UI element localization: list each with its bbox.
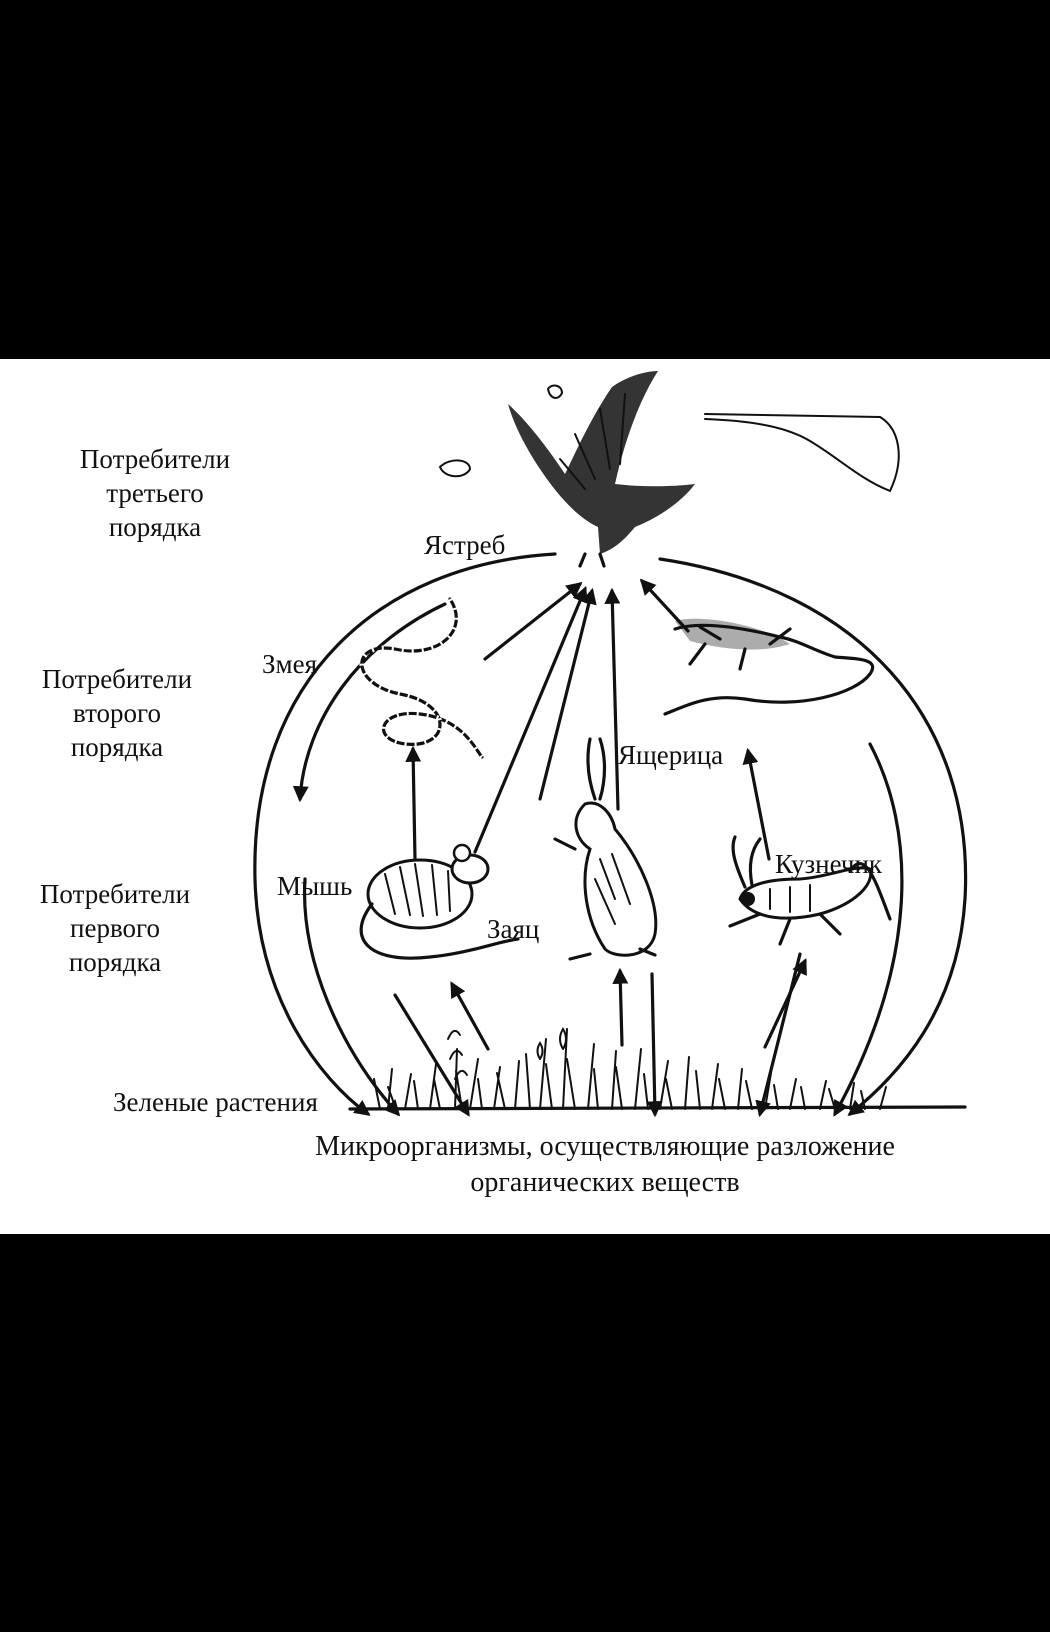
mouse-icon: [359, 843, 520, 960]
hawk-label: Ястреб: [424, 530, 506, 560]
snake-label: Змея: [262, 649, 318, 679]
level-third-line-1: Потребители: [79, 444, 231, 474]
hare-icon: [553, 737, 658, 961]
producers-label: Зеленые растения: [113, 1085, 318, 1119]
level-second-label: Потребители второго порядка: [2, 662, 232, 764]
level-second-line-2: второго: [73, 698, 161, 728]
arc-mouse-down: [393, 993, 470, 1117]
lizard-label: Ящерица: [618, 740, 724, 770]
hawk-icon: [508, 371, 695, 568]
level-second-line-1: Потребители: [41, 664, 193, 694]
grasshopper-label: Кузнечик: [775, 849, 883, 879]
arc-grasshopper-down: [755, 952, 802, 1118]
arc-left-mouse: [292, 602, 447, 803]
level-third-line-3: порядка: [108, 512, 202, 542]
decomposers-caption: Микроорганизмы, осуществляющие разложени…: [0, 1129, 1050, 1201]
arc-left-inner: [302, 877, 401, 1117]
arc-left-outer: [253, 552, 557, 1116]
grasshopper-icon: [728, 835, 892, 946]
mouse-label: Мышь: [277, 871, 353, 901]
decomposers-line-2: органических веществ: [470, 1167, 740, 1198]
level-first-line-3: порядка: [68, 947, 162, 977]
level-first-label: Потребители первого порядка: [0, 877, 230, 979]
feeding-arrows: [405, 578, 807, 1051]
decomposers-line-1: Микроорганизмы, осуществляющие разложени…: [315, 1131, 895, 1162]
level-first-line-1: Потребители: [39, 879, 191, 909]
scribble-decor-small: [438, 384, 564, 478]
arc-hare-down: [646, 972, 663, 1118]
ground-line: [348, 1105, 967, 1111]
hare-label: Заяц: [487, 914, 540, 944]
food-web-drawing: [253, 371, 968, 1118]
level-second-line-3: порядка: [70, 732, 164, 762]
snake-icon: [359, 597, 484, 759]
arc-right-inner: [833, 742, 904, 1117]
lizard-icon: [663, 618, 874, 716]
level-first-line-2: первого: [70, 913, 160, 943]
diagram-panel: Потребители третьего порядка Потребители…: [0, 359, 1050, 1234]
arc-right-outer: [658, 557, 968, 1116]
scribble-decor: [704, 413, 900, 493]
grass-icon: [373, 1027, 887, 1110]
level-third-line-2: третьего: [106, 478, 204, 508]
level-third-label: Потребители третьего порядка: [40, 442, 270, 544]
